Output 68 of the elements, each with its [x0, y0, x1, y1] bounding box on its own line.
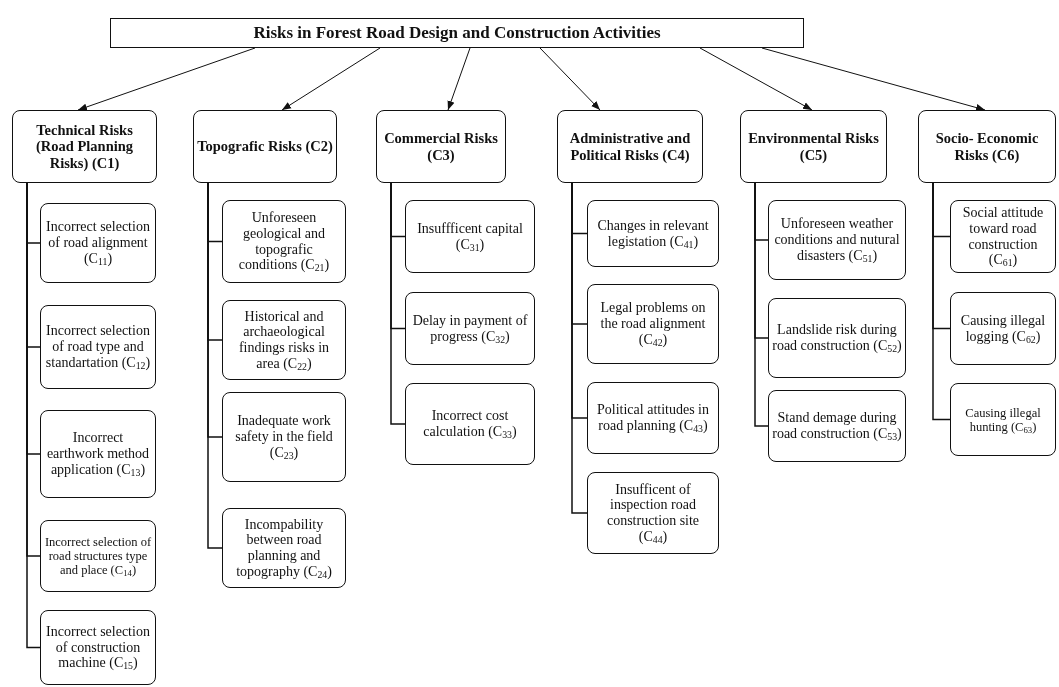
risk-box: [768, 390, 906, 462]
category-box: [12, 110, 157, 183]
risk-label: Delay in payment of progress (C$_{32}$): [411, 312, 529, 345]
title-box: [110, 18, 804, 48]
arrow: [281, 47, 381, 111]
risk-label: Inadequate work safety in the field (C$_{23}$): [234, 413, 334, 461]
arrow: [761, 47, 986, 112]
arrow: [447, 47, 471, 111]
risk-label: Incorrect selection of construction machine (C$_{15}$): [45, 624, 151, 671]
risk-label: Unforeseen geological and topografic conditions (C$_{21}$): [237, 210, 331, 273]
connector-line: [754, 182, 769, 427]
risk-label: Incorrect selection of road alignment (C$_{11}$): [45, 219, 151, 267]
category-label: Socio- Economic Risks (C6): [934, 130, 1040, 163]
risk-box: [40, 520, 156, 592]
risk-label: Social attitude toward road construction (C$_{61}$): [961, 205, 1045, 268]
risk-label: Historical and archaeological findings risks in area (C$_{22}$): [237, 308, 331, 372]
risk-label: Changes in relevant legistation (C$_{41}$): [596, 217, 710, 250]
risk-label: Incompability between road planning and topography (C$_{24}$): [235, 516, 333, 580]
category-label: Topografic Risks (C2): [197, 138, 333, 155]
risk-box: [950, 383, 1056, 456]
category-label: Technical Risks (Road Planning Risks) (C1): [34, 122, 135, 171]
risk-box: [768, 298, 906, 378]
risk-box: [222, 200, 346, 283]
category-box: [740, 110, 887, 183]
category-box: [918, 110, 1056, 183]
title-text: Risks in Forest Road Design and Construction Activities: [253, 23, 661, 43]
risk-label: Causing illegal hunting (C$_{63}$): [964, 405, 1042, 434]
risk-label: Insufficent of inspection road construction site (C$_{44}$): [605, 481, 701, 545]
arrow: [77, 47, 256, 111]
risk-box: [950, 200, 1056, 273]
risk-label: Incorrect earthwork method application (C$_{13}$): [45, 430, 151, 478]
risk-box: [405, 292, 535, 365]
risk-box: [40, 410, 156, 498]
risk-label: Incorrect cost calculation (C$_{33}$): [422, 408, 518, 440]
risk-box: [40, 610, 156, 685]
category-label: Administrative and Political Risks (C4): [568, 130, 692, 163]
risk-label: Causing illegal logging (C$_{62}$): [959, 312, 1047, 345]
arrow: [539, 47, 601, 111]
risk-box: [768, 200, 906, 280]
risk-box: [587, 382, 719, 454]
category-box: [376, 110, 506, 183]
category-label: Commercial Risks (C3): [383, 130, 499, 163]
connector-line: [390, 182, 406, 425]
risk-box: [222, 300, 346, 380]
risk-label: Stand demage during road construction (C$_{53}$): [772, 410, 902, 442]
risk-box: [40, 203, 156, 283]
risk-box: [587, 472, 719, 554]
risk-label: Insuffficent capital (C$_{31}$): [416, 220, 524, 253]
risk-box: [222, 392, 346, 482]
risk-box: [405, 383, 535, 465]
category-box: [557, 110, 703, 183]
risk-box: [222, 508, 346, 588]
arrow: [699, 47, 813, 111]
connector-line: [571, 182, 588, 514]
risk-label: Landslide risk during road construction (C$_{52}$): [772, 322, 902, 354]
connector-line: [932, 182, 951, 421]
risk-label: Incorrect selection of road type and standartation (C$_{12}$): [44, 323, 152, 371]
risk-box: [950, 292, 1056, 365]
category-label: Environmental Risks (C5): [747, 130, 880, 163]
risk-box: [405, 200, 535, 273]
risk-label: Unforeseen weather conditions and nutural disasters (C$_{51}$): [773, 216, 901, 264]
risk-box: [40, 305, 156, 389]
category-box: [193, 110, 337, 183]
risk-label: Political attitudes in road planning (C$_{43}$): [596, 402, 710, 434]
risk-label: Legal problems on the road alignment (C$_{42}$): [599, 300, 707, 348]
risk-box: [587, 284, 719, 364]
risk-label: Incorrect selection of road structures type and place (C$_{14}$): [44, 535, 152, 577]
risk-box: [587, 200, 719, 267]
